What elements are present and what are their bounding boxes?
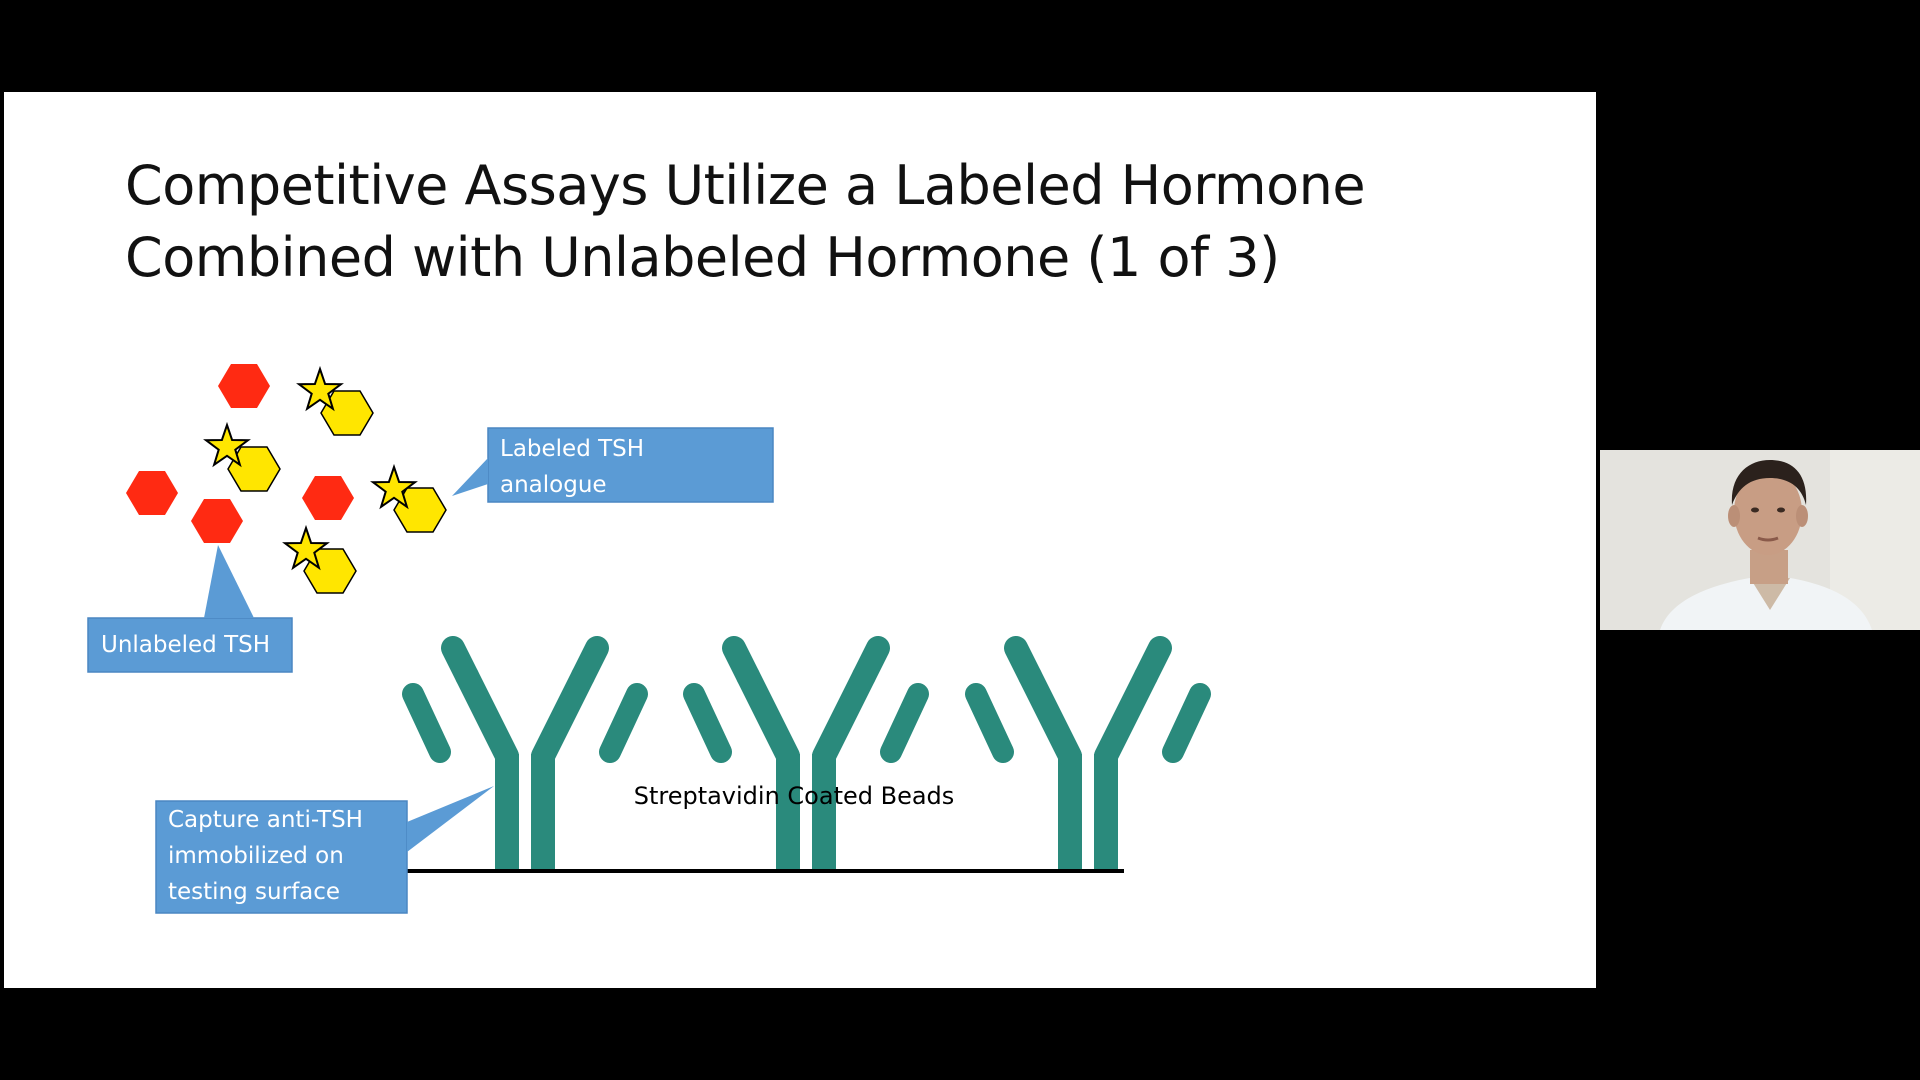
- antibody-y-icon: [976, 648, 1200, 869]
- labeled-hormone: [205, 424, 281, 492]
- antibody-y-icon: [694, 648, 918, 869]
- callout-unlabeled-line-1: Unlabeled TSH: [101, 632, 271, 658]
- callout-labeled-tsh: [452, 427, 774, 503]
- callout-labeled-line-1: Labeled TSH: [500, 436, 645, 462]
- callout-capture-line-1: Capture anti-TSH: [168, 807, 363, 833]
- unlabeled-hormone-hexagon: [126, 471, 178, 515]
- labeled-hormone: [284, 527, 357, 594]
- presentation-slide: Competitive Assays Utilize a Labeled Hor…: [4, 92, 1596, 988]
- callout-unlabeled-tsh-text: Unlabeled TSH: [101, 627, 270, 663]
- callout-unlabeled-tsh: [87, 545, 293, 673]
- webcam-video-tile[interactable]: [1600, 450, 1920, 630]
- callout-capture-line-2: immobilized on: [168, 843, 344, 869]
- surface-caption: Streptavidin Coated Beads: [633, 782, 955, 810]
- antibody-y-icon: [413, 648, 637, 869]
- labeled-hormone: [298, 368, 374, 436]
- assay-diagram: [87, 364, 1596, 914]
- unlabeled-hormone-hexagon: [218, 364, 270, 408]
- slide-title-line-2: Combined with Unlabeled Hormone (1 of 3): [125, 226, 1280, 289]
- presenter-video: [1600, 450, 1920, 630]
- labeled-hormone: [372, 466, 447, 533]
- unlabeled-hormone-hexagon: [191, 499, 243, 543]
- unlabeled-hormone-hexagon: [302, 476, 354, 520]
- callout-labeled-line-2: analogue: [500, 472, 607, 498]
- callout-capture-line-3: testing surface: [168, 879, 341, 905]
- callout-capture-text: Capture anti-TSH immobilized on testing …: [168, 802, 363, 910]
- callout-labeled-tsh-text: Labeled TSH analogue: [500, 431, 644, 503]
- slide-title: Competitive Assays Utilize a Labeled Hor…: [125, 150, 1525, 294]
- slide-title-line-1: Competitive Assays Utilize a Labeled Hor…: [125, 154, 1366, 217]
- callout-capture-anti-tsh: [155, 786, 494, 914]
